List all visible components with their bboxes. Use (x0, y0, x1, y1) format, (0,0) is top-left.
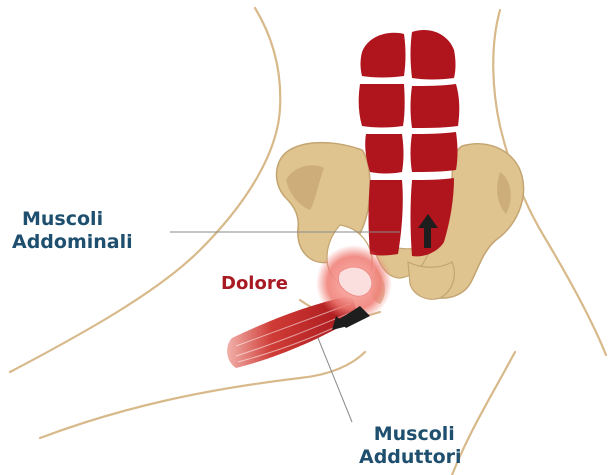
adductor-leader-line (318, 338, 352, 422)
adductor-muscles-label: Muscoli Adduttori (359, 423, 462, 469)
abdominal-muscles-label: Muscoli Addominali (22, 208, 133, 254)
abdominal-label-line2: Addominali (12, 231, 133, 254)
adductor-label-line2: Adduttori (359, 446, 462, 469)
pain-area (316, 245, 392, 321)
pain-label: Dolore (221, 273, 288, 295)
abdominal-label-line1: Muscoli (22, 208, 103, 230)
adductor-label-line1: Muscoli (367, 423, 462, 446)
abdominal-muscles (359, 30, 460, 256)
